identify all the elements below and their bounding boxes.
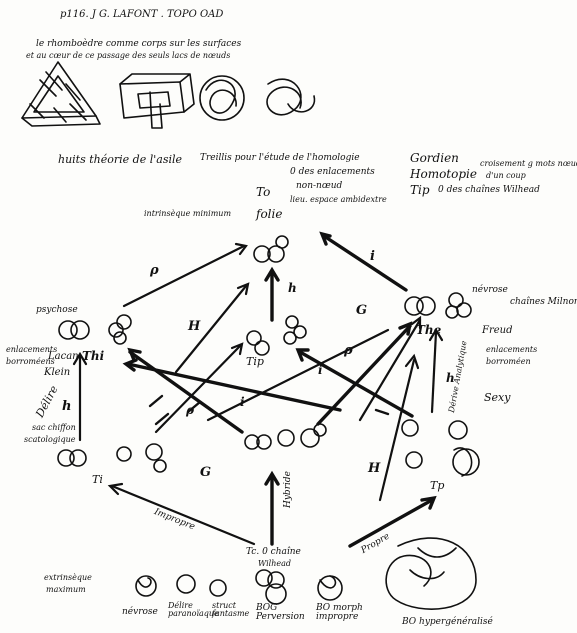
edge-ti-top-long: [174, 282, 250, 374]
node-thi-label: Thi: [82, 349, 105, 363]
node-tc-knot: [255, 569, 285, 589]
node-the-knots: [404, 292, 472, 319]
bottom-label-bo-morph: BO morph impropre: [316, 603, 363, 623]
header-note-line1: le rhomboèdre comme corps sur les surfac…: [36, 39, 242, 49]
edge-ti-tip: [154, 342, 244, 434]
thi-side-lacan: Lacan: [48, 351, 79, 362]
edge-small-strokes: [148, 394, 390, 426]
edge-ti-thi: [72, 351, 88, 442]
edge-tp-tip: [295, 348, 414, 418]
bottom-label-struct: struct fantasme: [212, 601, 250, 619]
edge-to-from-the-right: [358, 315, 422, 422]
the-right-borromeen: borroméen: [486, 357, 531, 366]
node-folie-knot: [253, 235, 289, 263]
thi-left-psychose: psychose: [36, 305, 78, 315]
bottom-label-delire: Délire paranoïaque: [168, 601, 219, 619]
node-to-label: To: [256, 185, 271, 199]
top-item-non-noeud: non-nœud: [296, 181, 343, 191]
bottom-row-knots: [135, 537, 477, 610]
ti-left-scato: scatologique: [24, 435, 76, 444]
node-ti-knots: [57, 443, 167, 473]
the-right-nevrose: névrose: [472, 285, 508, 295]
edge-label-h-top: h: [288, 281, 297, 295]
tip-note: 0 des chaînes Wilhead: [438, 185, 540, 195]
tp-right-sexy: Sexy: [484, 391, 511, 404]
edge-label-H-left: H: [188, 319, 201, 334]
edge-label-i-center: i: [318, 363, 323, 377]
triangle-sketch: [21, 61, 101, 127]
node-tip-label: Tip: [246, 355, 264, 368]
page-reference: p116. J G. LAFONT . TOPO OAD: [60, 9, 224, 20]
edge-tc-ti: [107, 482, 256, 546]
edge-center-thi: [127, 347, 244, 434]
bottom-label-bog: BOG Perversion: [256, 603, 305, 623]
node-tp-knots: [401, 419, 480, 477]
edge-tc-tp: [348, 495, 437, 548]
edge-thi-from-right: [122, 358, 342, 412]
edge-tip-to: [264, 266, 280, 322]
edge-tp-the: [428, 327, 444, 414]
node-folie-label: folie: [256, 207, 283, 221]
section-title-left: huits théorie de l'asile: [58, 153, 183, 166]
top-knot-sketches: [199, 75, 316, 121]
top-item-enlacements: 0 des enlacements: [290, 167, 375, 177]
bottom-left-note-1: extrinsèque: [44, 573, 92, 582]
node-tc-sub: Wilhead: [258, 559, 291, 568]
bottom-left-note-2: maximum: [46, 585, 86, 594]
section-title-center: Treillis pour l'étude de l'homologie: [200, 153, 360, 163]
node-tc-label: Tc. 0 chaîne: [246, 547, 301, 557]
edge-label-G-right: G: [356, 303, 368, 318]
center-knots: [244, 423, 327, 450]
thi-side-enlacements: enlacements: [6, 345, 58, 354]
the-right-enlacements: enlacements: [486, 345, 538, 354]
edge-label-G-lower: G: [200, 465, 212, 480]
ti-left-sac: sac chiffon: [32, 423, 76, 432]
edge-label-h-right: h: [446, 371, 455, 385]
section-title-homotopie: Homotopie: [410, 167, 477, 181]
edge-tp-the-long: [378, 353, 420, 502]
section-title-gordien: Gordien: [410, 151, 459, 165]
the-right-milnor: chaînes Milnor: [510, 297, 577, 307]
node-tp-label: Tp: [430, 479, 445, 492]
node-tip-knots: [246, 315, 307, 356]
top-item-espace: lieu. espace ambidextre: [290, 195, 387, 204]
edge-thi-to: [122, 242, 248, 308]
thi-side-borromeens: borroméens: [6, 357, 55, 366]
box-sketch: [119, 73, 195, 129]
bottom-label-bo-hyper: BO hypergénéralisé: [402, 617, 493, 627]
edge-tc-center: [264, 470, 280, 546]
edge-label-h-left: h: [62, 399, 72, 414]
node-the-label: The: [416, 323, 442, 337]
the-right-freud: Freud: [482, 325, 513, 336]
edge-label-rho-top: ρ: [150, 263, 159, 278]
node-thi-knots: [58, 314, 132, 345]
bottom-label-nevrose: névrose: [122, 607, 158, 617]
edge-label-i-mid: i: [240, 395, 245, 409]
thi-side-klein: Klein: [44, 367, 71, 378]
edge-label-hybride: Hybride: [283, 471, 293, 508]
homotopie-sub: d'un coup: [486, 171, 526, 180]
edge-the-to: [319, 231, 408, 292]
node-ti-label: Ti: [92, 473, 103, 486]
edge-label-i-top: i: [370, 249, 375, 264]
edge-ti-the-long: [206, 328, 390, 422]
edge-label-rho-center: ρ: [344, 343, 353, 358]
header-note-line2: et au cœur de ce passage des seuls lacs …: [26, 51, 231, 60]
homotopie-note: croisement g mots nœuds: [480, 159, 577, 168]
top-left-note: intrinsèque minimum: [144, 209, 232, 218]
edge-label-H-lower: H: [368, 461, 381, 476]
edge-label-rho-mid: ρ: [186, 403, 194, 417]
section-title-tip: Tip: [410, 183, 430, 197]
